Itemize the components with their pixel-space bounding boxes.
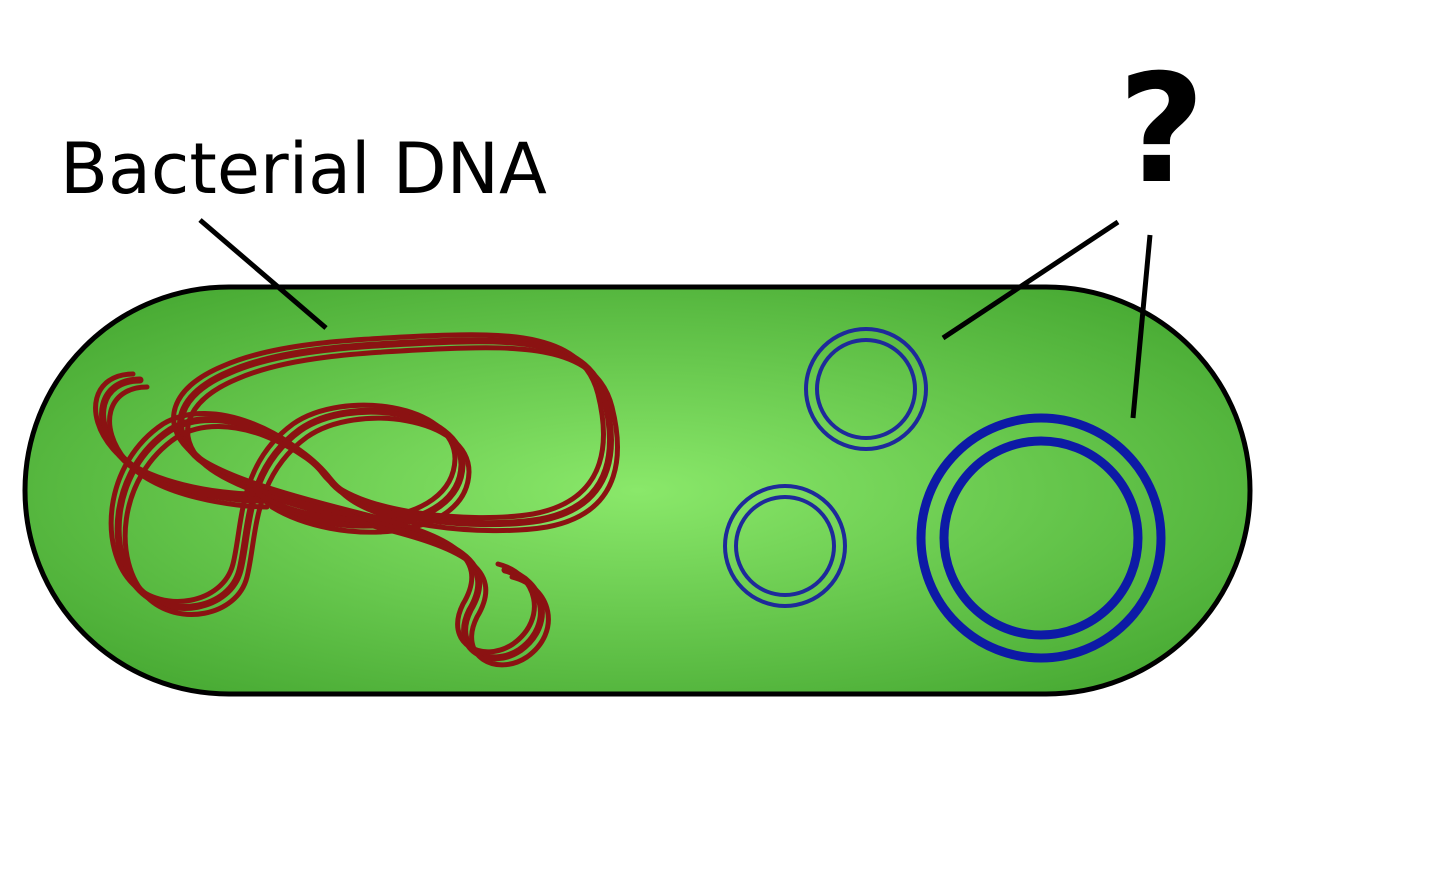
cell-body bbox=[22, 284, 1253, 697]
leader-line-plasmid-large bbox=[1130, 234, 1153, 419]
leader-line-dna bbox=[198, 218, 328, 330]
leader-lines bbox=[198, 218, 1153, 419]
plasmid-large bbox=[916, 413, 1166, 663]
chromosome-strand-inner bbox=[93, 332, 606, 655]
label-question-mark: ? bbox=[1118, 43, 1206, 217]
label-bacterial-dna: Bacterial DNA bbox=[60, 128, 547, 210]
plasmid-small-top bbox=[804, 327, 928, 451]
leader-line-plasmid-top bbox=[941, 219, 1120, 341]
plasmid-small-bottom bbox=[723, 484, 847, 608]
bacterial-chromosome bbox=[93, 332, 620, 668]
